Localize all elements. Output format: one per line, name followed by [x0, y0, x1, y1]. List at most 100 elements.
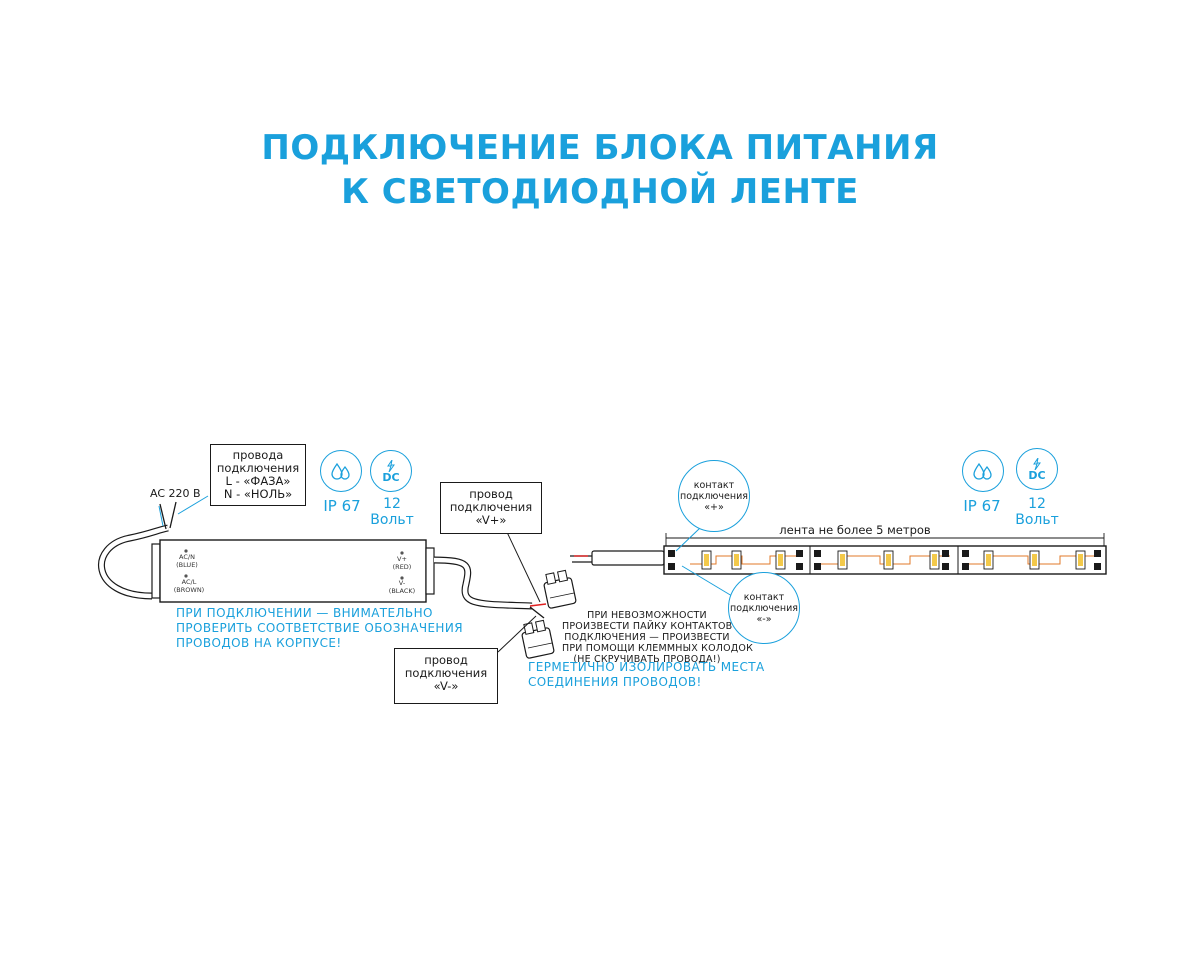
strip-water-icon — [962, 450, 1004, 492]
psu-terminal-acl: AC/L (BROWN) — [172, 578, 206, 594]
contact-minus-line-3: «-» — [756, 613, 772, 625]
seal-note: ГЕРМЕТИЧНО ИЗОЛИРОВАТЬ МЕСТА СОЕДИНЕНИЯ … — [528, 660, 765, 690]
led-chip-emitter — [778, 554, 783, 566]
title-line-2: К СВЕТОДИОДНОЙ ЛЕНТЕ — [341, 172, 859, 212]
leader-contact-minus — [681, 565, 733, 597]
psu-note-line-3: ПРОВОДОВ НА КОРПУСЕ! — [176, 636, 342, 650]
led-strip — [663, 545, 1107, 575]
psu-note-line-2: ПРОВЕРИТЬ СООТВЕТСТВИЕ ОБОЗНАЧЕНИЯ — [176, 621, 463, 635]
vminus-box-line-3: «V-» — [433, 679, 459, 693]
title-line-1: ПОДКЛЮЧЕНИЕ БЛОКА ПИТАНИЯ — [261, 128, 939, 168]
solder-pad — [942, 550, 949, 557]
solder-note-line-4: ПРИ ПОМОЩИ КЛЕММНЫХ КОЛОДОК — [562, 643, 754, 654]
psu-terminal-vminus: V- (BLACK) — [384, 579, 420, 595]
led-chip-emitter — [840, 554, 845, 566]
psu-dc-icon: DC — [370, 450, 412, 492]
black-label: (BLACK) — [388, 586, 416, 595]
solder-pad — [814, 563, 821, 570]
psu-voltage: 12 Вольт — [364, 496, 420, 528]
psu-terminal-vplus: V+ (RED) — [386, 555, 418, 571]
wire-vminus-box: провод подключения «V-» — [394, 648, 498, 704]
strip-dc-icon: DC — [1016, 448, 1058, 490]
ac-wires-box: провода подключения L - «ФАЗА» N - «НОЛЬ… — [210, 444, 306, 506]
solder-note-line-5: (НЕ СКРУЧИВАТЬ ПРОВОДА!) — [573, 654, 721, 665]
strip-voltage-value: 12 — [1028, 496, 1046, 512]
vplus-box-line-1: провод — [469, 487, 513, 501]
leader-vplus — [505, 529, 541, 603]
strip-ip-rating: IP 67 — [954, 498, 1010, 514]
ac-wires-line-3: L - «ФАЗА» — [225, 474, 291, 488]
contact-minus-line-2: подключения — [730, 602, 798, 614]
terminal-block-minus — [521, 619, 555, 659]
led-chip-emitter — [986, 554, 991, 566]
solder-pad — [814, 550, 821, 557]
strip-voltage: 12 Вольт — [1008, 496, 1066, 528]
psu-note-line-1: ПРИ ПОДКЛЮЧЕНИИ — ВНИМАТЕЛЬНО — [176, 606, 433, 620]
solder-note-line-1: ПРИ НЕВОЗМОЖНОСТИ — [587, 610, 707, 621]
led-chip-emitter — [704, 554, 709, 566]
strip-length-dimension — [665, 533, 1105, 546]
psu-water-icon — [320, 450, 362, 492]
solder-pad — [962, 550, 969, 557]
psu-terminal-acn: AC/N (BLUE) — [172, 553, 202, 569]
led-chip-emitter — [886, 554, 891, 566]
contact-plus-line-3: «+» — [704, 501, 724, 513]
vminus-box-line-1: провод — [424, 653, 468, 667]
solder-note-line-2: ПРОИЗВЕСТИ ПАЙКУ КОНТАКТОВ — [562, 621, 733, 632]
led-chip-emitter — [932, 554, 937, 566]
psu-ip-rating: IP 67 — [314, 498, 370, 514]
solder-note-line-3: ПОДКЛЮЧЕНИЯ — ПРОИЗВЕСТИ — [564, 632, 730, 643]
led-chip-emitter — [734, 554, 739, 566]
ac-wires-line-4: N - «НОЛЬ» — [223, 487, 293, 501]
solder-note: ПРИ НЕВОЗМОЖНОСТИ ПРОИЗВЕСТИ ПАЙКУ КОНТА… — [562, 610, 754, 665]
terminal-block-plus — [543, 569, 577, 609]
strip-voltage-unit: Вольт — [1015, 512, 1059, 528]
solder-pad — [1094, 563, 1101, 570]
seal-note-line-2: СОЕДИНЕНИЯ ПРОВОДОВ! — [528, 675, 702, 689]
psu-voltage-value: 12 — [383, 496, 401, 512]
leader-contact-plus — [675, 527, 701, 552]
led-chip-emitter — [1032, 554, 1037, 566]
contact-minus-callout: контакт подключения «-» — [728, 572, 800, 644]
strip-ip-text: IP 67 — [963, 497, 1001, 515]
solder-pad — [942, 563, 949, 570]
solder-pad — [796, 550, 803, 557]
blue-label: (BLUE) — [176, 560, 198, 569]
power-supply-body — [151, 539, 435, 603]
seal-note-line-1: ГЕРМЕТИЧНО ИЗОЛИРОВАТЬ МЕСТА — [528, 660, 765, 674]
solder-pad — [962, 563, 969, 570]
vplus-box-line-3: «V+» — [475, 513, 507, 527]
solder-pad — [1094, 550, 1101, 557]
vplus-box-line-2: подключения — [449, 500, 533, 514]
ac-wires-line-1: провода — [232, 448, 284, 462]
leader-vminus — [497, 615, 537, 653]
ac-input-label: AC 220 B — [150, 487, 201, 500]
red-label: (RED) — [392, 562, 412, 571]
page-title: ПОДКЛЮЧЕНИЕ БЛОКА ПИТАНИЯ К СВЕТОДИОДНОЙ… — [0, 126, 1200, 214]
vplus-label: V+ — [397, 555, 407, 563]
solder-pad — [668, 563, 675, 570]
leader-ac-wires — [177, 495, 209, 515]
psu-dc-label: DC — [382, 470, 400, 484]
solder-pad — [668, 550, 675, 557]
acn-label: AC/N — [179, 553, 195, 561]
led-chip-emitter — [1078, 554, 1083, 566]
strip-lead-cable — [570, 550, 673, 567]
strip-dc-label: DC — [1028, 468, 1046, 482]
contact-plus-line-2: подключения — [680, 490, 748, 502]
contact-plus-callout: контакт подключения «+» — [678, 460, 750, 532]
psu-polarity-note: ПРИ ПОДКЛЮЧЕНИИ — ВНИМАТЕЛЬНО ПРОВЕРИТЬ … — [176, 606, 463, 651]
psu-voltage-unit: Вольт — [370, 512, 414, 528]
vminus-label: V- — [398, 579, 406, 587]
ac-input-cable — [98, 501, 177, 600]
contact-plus-line-1: контакт — [693, 479, 735, 491]
solder-pad — [796, 563, 803, 570]
strip-length-label: лента не более 5 метров — [779, 523, 931, 537]
psu-ip-text: IP 67 — [323, 497, 361, 515]
ac-wires-line-2: подключения — [216, 461, 300, 475]
wire-vplus-box: провод подключения «V+» — [440, 482, 542, 534]
dc-output-cable — [433, 556, 547, 619]
vminus-box-line-2: подключения — [404, 666, 488, 680]
brown-label: (BROWN) — [173, 585, 205, 594]
